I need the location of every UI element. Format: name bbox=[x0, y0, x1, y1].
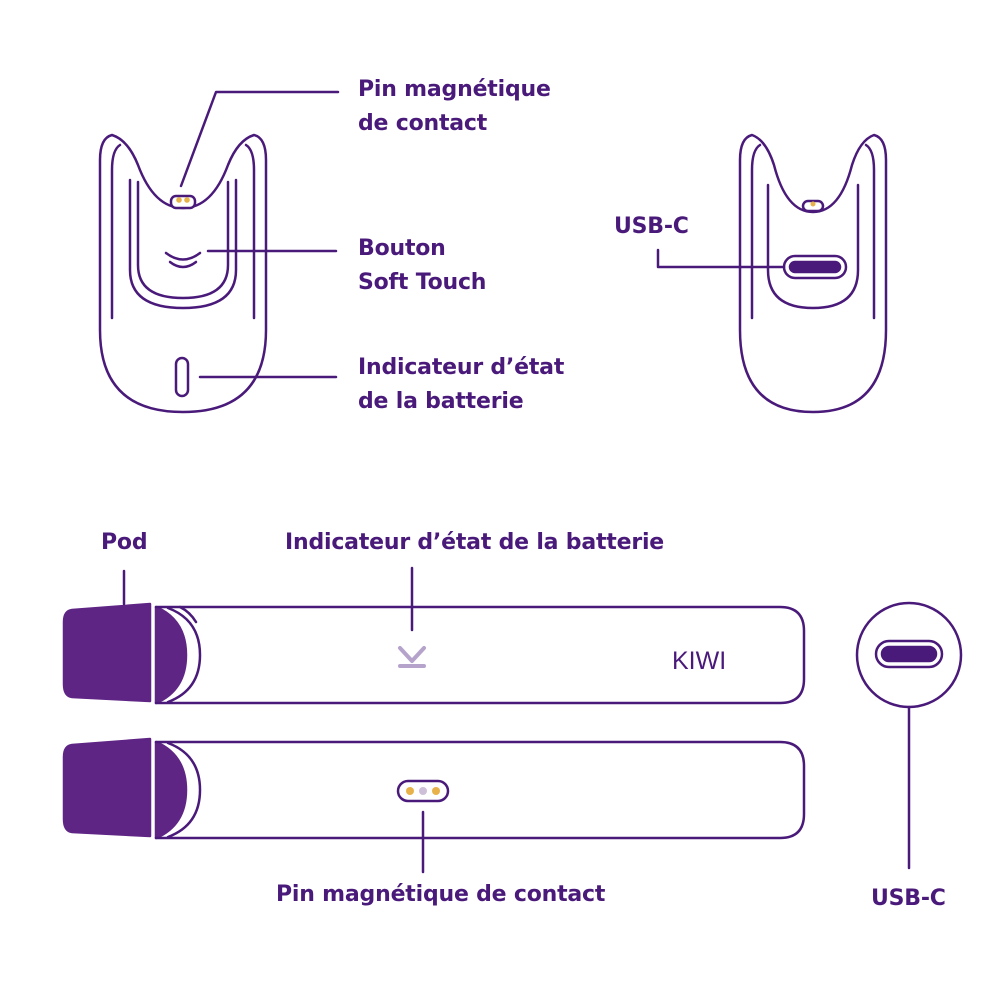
usb-end-port-inner bbox=[880, 645, 938, 663]
usb-end-view bbox=[855, 601, 963, 709]
charging-base-back bbox=[738, 133, 888, 414]
label-pod: Pod bbox=[101, 530, 148, 555]
label-button-line2: Soft Touch bbox=[358, 270, 487, 295]
base-cradle bbox=[128, 178, 238, 310]
base-back-outer-outline bbox=[738, 133, 888, 414]
label-usb-bottom: USB-C bbox=[871, 886, 946, 911]
pin-dot-right bbox=[184, 197, 190, 203]
back-pin-dot bbox=[810, 201, 816, 207]
kiwi-logo-icon bbox=[398, 646, 426, 668]
pod-collar-top bbox=[154, 605, 188, 705]
label-pin-top-line2: de contact bbox=[358, 111, 488, 136]
label-battery-bottom: Indicateur d’état de la batterie bbox=[285, 530, 665, 555]
pin-contact-3 bbox=[432, 787, 440, 795]
pod-collar-bottom bbox=[154, 740, 188, 840]
pin-contact-1 bbox=[406, 787, 414, 795]
magnetic-pin-strip bbox=[396, 779, 450, 803]
label-button-line1: Bouton bbox=[358, 236, 446, 261]
label-battery-line1: Indicateur d’état bbox=[358, 355, 565, 380]
label-usb-top: USB-C bbox=[614, 214, 689, 239]
base-back-inner-rim bbox=[750, 143, 762, 320]
battery-indicator-icon bbox=[174, 356, 190, 398]
label-pin-top-line1: Pin magnétique bbox=[358, 77, 551, 102]
charging-base-front bbox=[98, 133, 268, 414]
base-back-cradle bbox=[766, 183, 860, 310]
label-battery-line2: de la batterie bbox=[358, 389, 524, 414]
base-cradle-inner bbox=[136, 180, 230, 300]
magnetic-pin-icon bbox=[169, 194, 197, 210]
pen-body-top-shoulder bbox=[178, 605, 198, 624]
base-outer-outline bbox=[98, 133, 268, 414]
usb-end-port bbox=[874, 639, 944, 669]
usb-c-port-inner bbox=[788, 260, 842, 274]
pen-body-top-ring bbox=[166, 606, 202, 704]
brand-logo-text: KIWI bbox=[672, 647, 726, 675]
base-inner-rim-right bbox=[244, 143, 256, 320]
callout-pin-line bbox=[179, 90, 340, 188]
pen-body-bottom bbox=[154, 740, 806, 840]
pin-dot-left bbox=[176, 197, 182, 203]
base-back-inner-rim-right bbox=[864, 143, 876, 320]
pen-top bbox=[62, 602, 806, 705]
pin-contact-2 bbox=[419, 787, 427, 795]
pen-bottom bbox=[62, 737, 806, 840]
pen-body-top bbox=[154, 605, 806, 705]
pod-bottom bbox=[62, 737, 152, 838]
soft-touch-button-icon bbox=[164, 251, 202, 269]
base-inner-rim bbox=[110, 143, 122, 320]
pod-top bbox=[62, 602, 152, 703]
label-pin-bottom: Pin magnétique de contact bbox=[276, 882, 606, 907]
callout-usb-top-line bbox=[656, 248, 786, 269]
pen-body-bottom-ring bbox=[166, 741, 202, 839]
